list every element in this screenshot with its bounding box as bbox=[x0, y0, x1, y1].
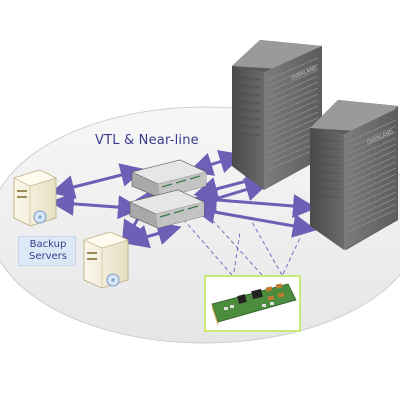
storage-tower-1: OVERLAND bbox=[232, 40, 322, 190]
vtl-near-line-label: VTL & Near-line bbox=[95, 133, 199, 148]
backup-servers-label-box: Backup Servers bbox=[18, 236, 76, 266]
storage-tower-2: OVERLAND bbox=[310, 100, 398, 250]
backup-server-1 bbox=[13, 169, 57, 227]
arrow-server1-appliance1 bbox=[50, 163, 145, 199]
backup-servers-label: Backup Servers bbox=[28, 239, 67, 262]
arrow-appliance1-tower1 bbox=[188, 150, 244, 176]
arrow-server1-appliance2 bbox=[50, 191, 142, 220]
storage-tower-1-side bbox=[232, 66, 264, 190]
backup-server-2 bbox=[83, 231, 129, 289]
controller-card bbox=[204, 275, 301, 332]
arrow-server2-appliance2 bbox=[124, 221, 182, 249]
storage-tower-2-side bbox=[310, 128, 344, 250]
vtl-appliance-2 bbox=[129, 189, 205, 229]
vtl-appliance-1 bbox=[131, 159, 207, 199]
storage-tower-1-front bbox=[264, 46, 322, 190]
arrow-appliance2-tower2-lower bbox=[191, 200, 317, 238]
card-dashed-links bbox=[176, 211, 301, 276]
